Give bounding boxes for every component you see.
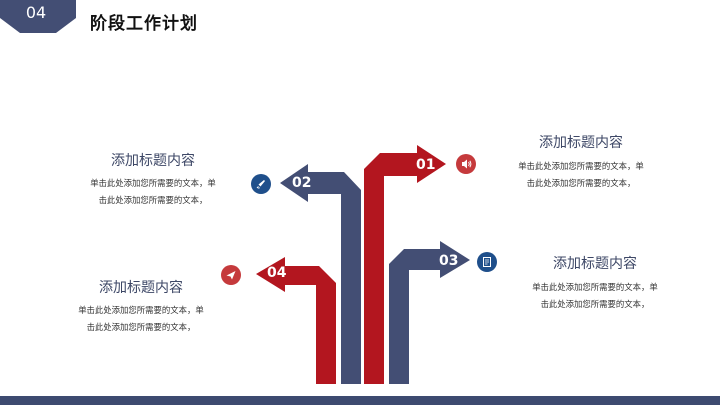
arrow-number-04: 04 [267,265,287,281]
block-bottom-left-title: 添加标题内容 [99,280,183,296]
rocket-icon [251,174,271,194]
arrow-number-01: 01 [416,157,436,173]
block-top-left-title: 添加标题内容 [111,153,195,169]
arrow-02 [280,164,361,384]
arrow-04 [256,257,336,384]
block-bottom-right-line2: 击此处添加您所需要的文本， [540,299,650,309]
arrow-03 [389,241,470,384]
arrow-number-03: 03 [439,253,459,269]
block-top-left-line1: 单击此处添加您所需要的文本，单 [90,178,216,188]
block-bottom-left-line2: 击此处添加您所需要的文本， [86,322,196,332]
block-top-right-line2: 击此处添加您所需要的文本， [526,178,636,188]
block-top-left-body: 单击此处添加您所需要的文本，单 击此处添加您所需要的文本， [63,175,243,209]
block-top-left-line2: 击此处添加您所需要的文本， [98,195,208,205]
section-badge: 04 [0,0,78,34]
arrow-01 [364,145,446,384]
document-icon [477,252,497,272]
block-top-right-title: 添加标题内容 [539,135,623,151]
block-bottom-left-body: 单击此处添加您所需要的文本，单 击此处添加您所需要的文本， [51,302,231,336]
paper-plane-icon [221,265,241,285]
page-title: 阶段工作计划 [90,14,198,34]
block-bottom-right-body: 单击此处添加您所需要的文本，单 击此处添加您所需要的文本， [505,279,685,313]
block-bottom-left-line1: 单击此处添加您所需要的文本，单 [78,305,204,315]
section-number: 04 [25,3,47,22]
speaker-icon [456,154,476,174]
bottom-bar [0,396,720,405]
badge-shape [0,0,76,33]
block-bottom-right-line1: 单击此处添加您所需要的文本，单 [532,282,658,292]
arrow-number-02: 02 [292,175,312,191]
block-top-right-body: 单击此处添加您所需要的文本，单 击此处添加您所需要的文本， [491,158,671,192]
block-top-right-line1: 单击此处添加您所需要的文本，单 [518,161,644,171]
block-bottom-right-title: 添加标题内容 [553,256,637,272]
